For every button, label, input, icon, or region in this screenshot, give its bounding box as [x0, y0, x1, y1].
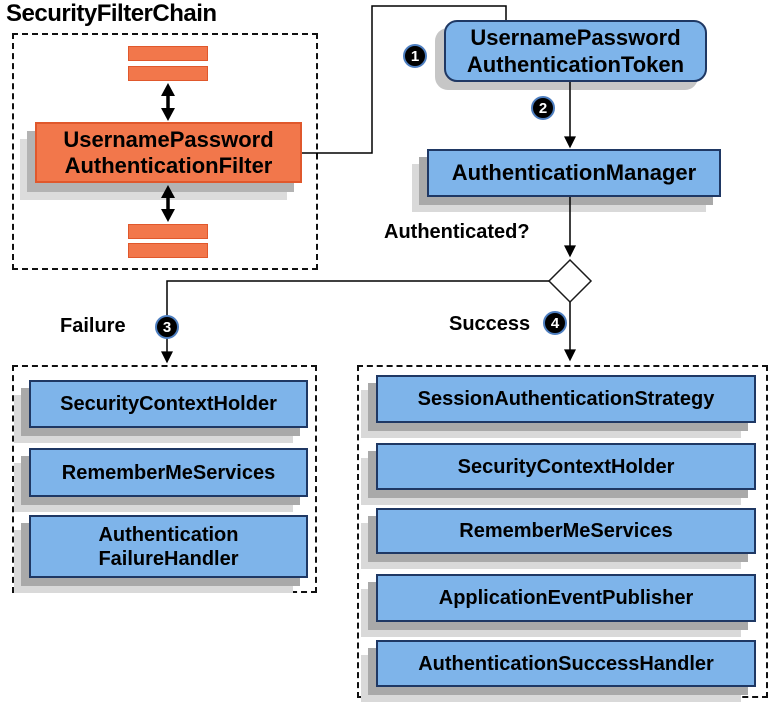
authentication-manager-box: AuthenticationManager [427, 149, 721, 197]
step-2-badge: 2 [531, 96, 555, 120]
authentication-success-handler-box: AuthenticationSuccessHandler [376, 640, 756, 687]
remember-me-services-success-box: RememberMeServices [376, 508, 756, 554]
username-password-authentication-token-box: UsernamePassword AuthenticationToken [444, 20, 707, 82]
failure-label: Failure [60, 315, 126, 337]
step-1-badge: 1 [403, 44, 427, 68]
security-context-holder-success-box: SecurityContextHolder [376, 443, 756, 490]
filter-bar-bottom-2 [128, 243, 208, 258]
diagram-title: SecurityFilterChain [6, 0, 217, 27]
session-authentication-strategy-box: SessionAuthenticationStrategy [376, 375, 756, 423]
filter-bar-bottom-1 [128, 224, 208, 239]
security-context-holder-failure-box: SecurityContextHolder [29, 380, 308, 428]
failure-handlers-container [12, 365, 317, 593]
application-event-publisher-box: ApplicationEventPublisher [376, 574, 756, 622]
authentication-failure-handler-box: Authentication FailureHandler [29, 515, 308, 578]
success-handlers-container [357, 365, 768, 698]
step-3-badge: 3 [155, 315, 179, 339]
authenticated-decision-diamond [547, 258, 593, 304]
filter-bar-top-2 [128, 66, 208, 81]
step-4-badge: 4 [543, 311, 567, 335]
username-password-authentication-filter-box: UsernamePassword AuthenticationFilter [35, 122, 302, 183]
success-label: Success [449, 313, 531, 335]
authenticated-label: Authenticated? [384, 221, 530, 243]
remember-me-services-failure-box: RememberMeServices [29, 448, 308, 497]
filter-bar-top-1 [128, 46, 208, 61]
